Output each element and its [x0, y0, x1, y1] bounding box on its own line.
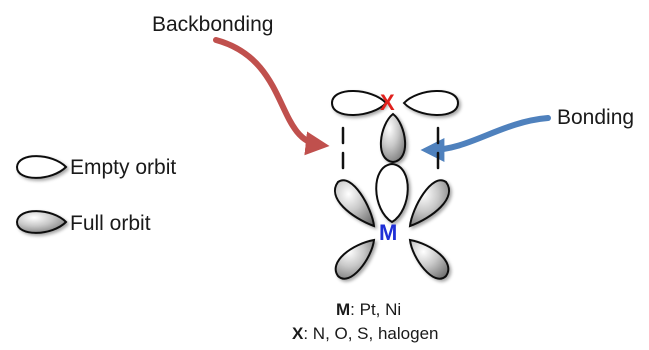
bond-dashes [341, 126, 440, 170]
caption-metal: M: Pt, Ni [336, 301, 401, 318]
atom-m: M [379, 220, 398, 245]
backbonding-label: Backbonding [152, 13, 274, 36]
legend-empty-orbital-icon [15, 155, 68, 179]
m-full-orbital-upper-left [334, 179, 376, 228]
atom-x: X [380, 90, 395, 115]
bonding-arrow [420, 115, 551, 162]
m-full-orbital-lower-left [334, 238, 376, 280]
m-full-orbital-lower-right [408, 238, 450, 280]
x-empty-orbital-right [402, 90, 460, 116]
x-full-orbital [379, 112, 407, 164]
x-empty-orbital-left [330, 90, 388, 116]
caption-metal-symbol: M [336, 300, 351, 319]
caption-ligand-text: : N, O, S, halogen [303, 324, 439, 343]
caption-ligand: X: N, O, S, halogen [292, 325, 438, 342]
caption-metal-text: : Pt, Ni [350, 300, 402, 319]
caption-ligand-symbol: X [292, 324, 304, 343]
m-empty-orbital [375, 162, 409, 224]
legend-empty-orbit-label: Empty orbit [70, 156, 177, 179]
bonding-label: Bonding [557, 106, 635, 129]
legend-full-orbital-icon [15, 210, 68, 234]
m-full-orbital-upper-right [408, 179, 450, 228]
backbonding-arrow [213, 37, 330, 156]
legend-full-orbit-label: Full orbit [70, 212, 151, 235]
